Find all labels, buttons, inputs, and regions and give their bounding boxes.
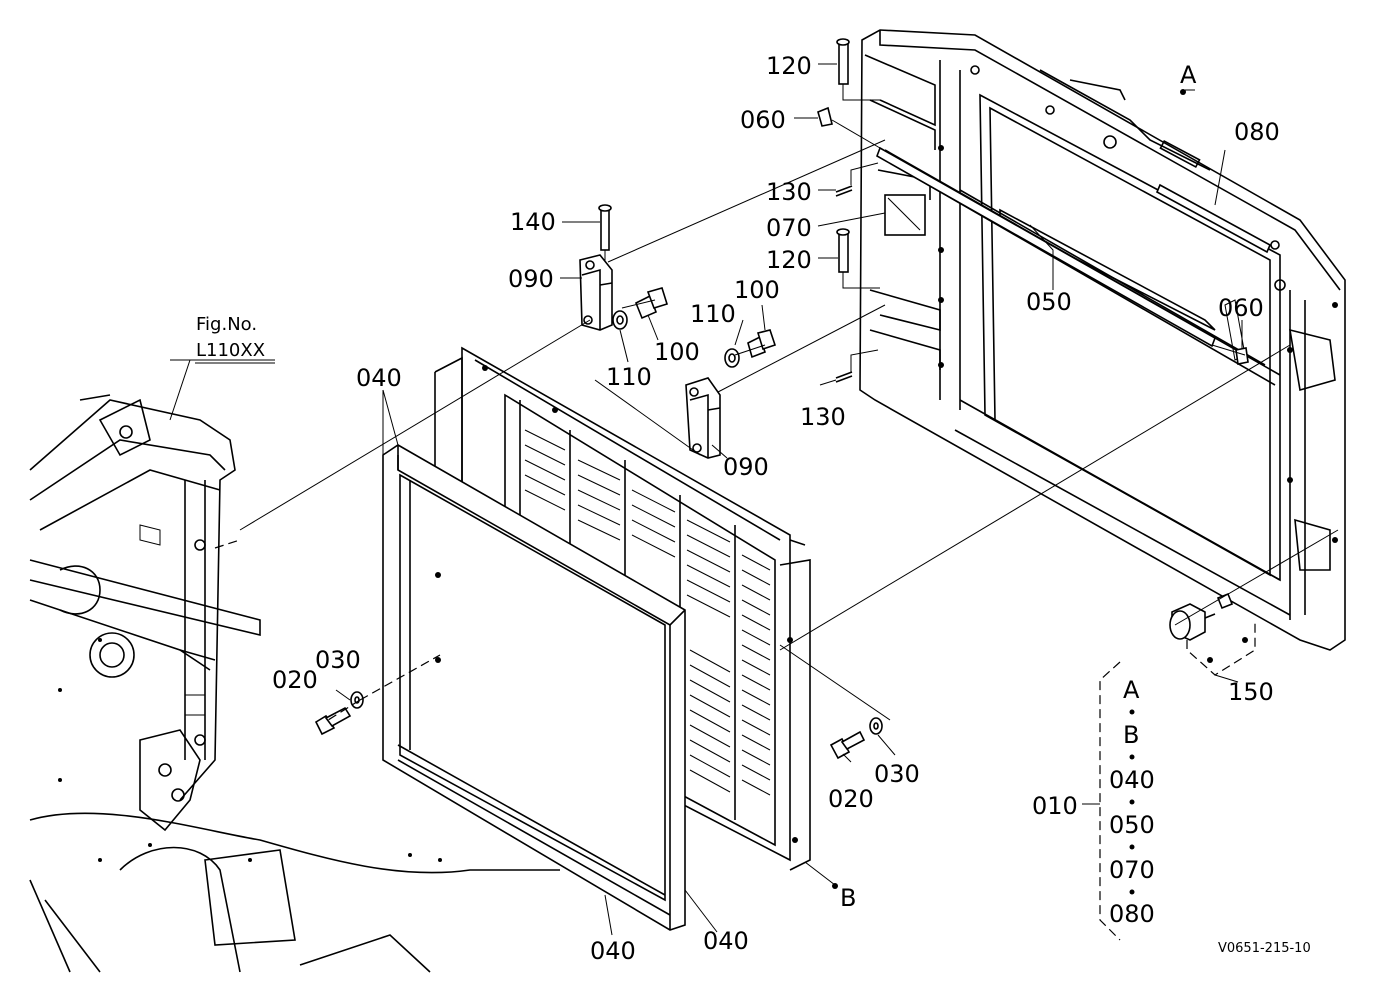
drawing-code: V0651-215-10 (1218, 941, 1311, 956)
label-150: 150 (1228, 678, 1274, 706)
bolt-020-left (314, 706, 352, 736)
label-120-lower: 120 (766, 246, 812, 274)
label-110-upper: 110 (606, 363, 652, 391)
hinge-090-lower (685, 377, 721, 459)
label-140: 140 (510, 208, 556, 236)
knob-150 (1169, 603, 1216, 641)
label-040-bottom-right: 040 (703, 927, 749, 955)
label-030-left: 030 (315, 646, 361, 674)
label-120-upper: 120 (766, 52, 812, 80)
kit-item-b: B (1123, 721, 1139, 749)
washer-030-right (869, 717, 883, 735)
label-110-lower: 110 (690, 300, 736, 328)
screw-060-upper (817, 106, 833, 127)
ref-dot-a (1180, 89, 1186, 95)
label-130-lower: 130 (800, 403, 846, 431)
label-040-bottom-left: 040 (590, 937, 636, 965)
bolt-100-lower (747, 329, 777, 359)
ref-label-b: B (840, 884, 856, 912)
label-020-right: 020 (828, 785, 874, 813)
kit-item-a: A (1123, 676, 1140, 704)
label-060-lower: 060 (1218, 294, 1264, 322)
label-090-upper: 090 (508, 265, 554, 293)
hinge-090-upper (579, 254, 613, 331)
pin-140 (598, 204, 612, 251)
bolt-100-upper (634, 287, 669, 320)
label-070: 070 (766, 214, 812, 242)
assembly-lines (214, 84, 1339, 723)
ref-label-a: A (1180, 61, 1197, 89)
label-050: 050 (1026, 288, 1072, 316)
kit-item-050: 050 (1109, 811, 1155, 839)
figure-ref-line1: Fig.No. (196, 314, 257, 335)
cotter-pin-130-lower (835, 371, 853, 383)
label-040-top: 040 (356, 364, 402, 392)
kit-010-bracket (1082, 661, 1135, 941)
seal-strip-080 (1155, 183, 1272, 254)
label-020-left: 020 (272, 666, 318, 694)
figure-ref-line2: L110XX (196, 340, 265, 361)
leader-lines (195, 63, 1243, 936)
seal-frame-040 (382, 444, 686, 931)
bolt-020-right (829, 730, 866, 760)
seal-strip-050 (876, 146, 1216, 348)
kit-item-080: 080 (1109, 900, 1155, 928)
cotter-pin-130-upper (835, 185, 853, 197)
chassis-frame (29, 359, 560, 973)
kit-item-070: 070 (1109, 856, 1155, 884)
ref-dot-b (832, 883, 838, 889)
pin-120-upper (836, 38, 850, 85)
washer-110-upper (612, 310, 628, 330)
screw-060-lower (1235, 347, 1249, 365)
label-010: 010 (1032, 792, 1078, 820)
kit-item-040: 040 (1109, 766, 1155, 794)
label-130-upper: 130 (766, 178, 812, 206)
label-030-right: 030 (874, 760, 920, 788)
label-100-upper: 100 (654, 338, 700, 366)
label-080: 080 (1234, 118, 1280, 146)
washer-110-lower (724, 348, 740, 368)
label-100-lower: 100 (734, 276, 780, 304)
pin-120-lower (836, 228, 850, 273)
label-090-lower: 090 (723, 453, 769, 481)
label-060-upper: 060 (740, 106, 786, 134)
